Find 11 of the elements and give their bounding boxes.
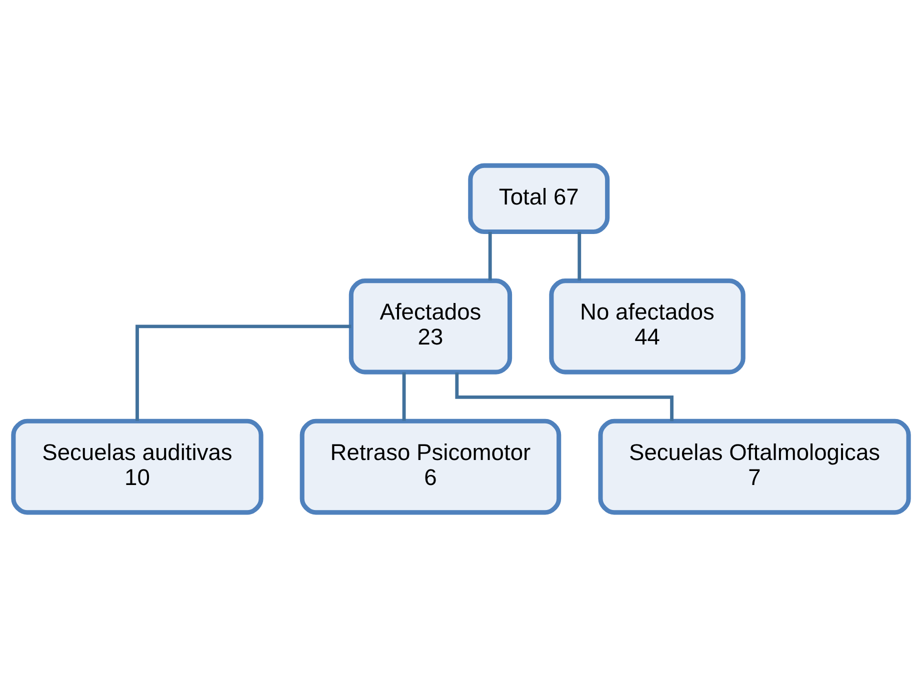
connector xyxy=(455,372,674,421)
connector xyxy=(136,324,352,420)
connector xyxy=(402,372,406,420)
node-box: Secuelas Oftalmologicas 7 xyxy=(598,418,911,514)
node-box: Afectados 23 xyxy=(348,278,512,374)
node-box: Total 67 xyxy=(468,162,610,234)
node-box: Secuelas auditivas 10 xyxy=(11,418,264,514)
node-box: Retraso Psicomotor 6 xyxy=(300,418,562,514)
node-box: No afectados 44 xyxy=(549,278,746,374)
connector xyxy=(578,231,582,280)
connector xyxy=(488,231,492,280)
